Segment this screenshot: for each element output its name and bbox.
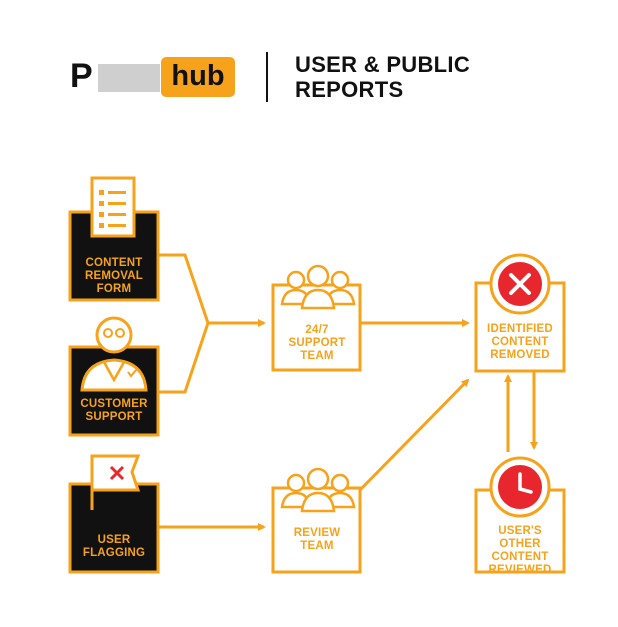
- team-people-icon: [280, 467, 356, 513]
- user-flagging-box: [68, 482, 160, 574]
- users-other-content-reviewed-label: USER'S OTHER CONTENT REVIEWED: [488, 525, 552, 576]
- x-circle-icon: [489, 253, 551, 315]
- support-agent-icon: [80, 316, 148, 392]
- connectors: [158, 253, 538, 531]
- user-flagging-label: USER FLAGGING: [82, 534, 146, 559]
- connector-support-to-junction: [158, 322, 210, 394]
- connector-review-to-removed: [358, 378, 470, 492]
- review-team-label: REVIEW TEAM: [293, 527, 341, 552]
- team-people-icon: [280, 264, 356, 310]
- header-divider: [266, 52, 268, 102]
- content-removal-form-label: CONTENT REMOVAL FORM: [84, 257, 144, 295]
- connector-form-to-junction: [158, 253, 210, 324]
- logo-hub-badge: hub: [161, 57, 235, 97]
- document-checklist-icon: [90, 176, 136, 238]
- identified-content-removed-label: IDENTIFIED CONTENT REMOVED: [487, 323, 553, 361]
- logo-prefix: P: [70, 57, 93, 95]
- flag-x-icon: [90, 454, 141, 510]
- page-title: USER & PUBLIC REPORTS: [295, 52, 471, 102]
- logo-redaction: [98, 64, 160, 92]
- customer-support-label: CUSTOMER SUPPORT: [80, 398, 148, 423]
- support-team-label: 24/7 SUPPORT TEAM: [288, 324, 346, 362]
- clock-icon: [489, 456, 551, 518]
